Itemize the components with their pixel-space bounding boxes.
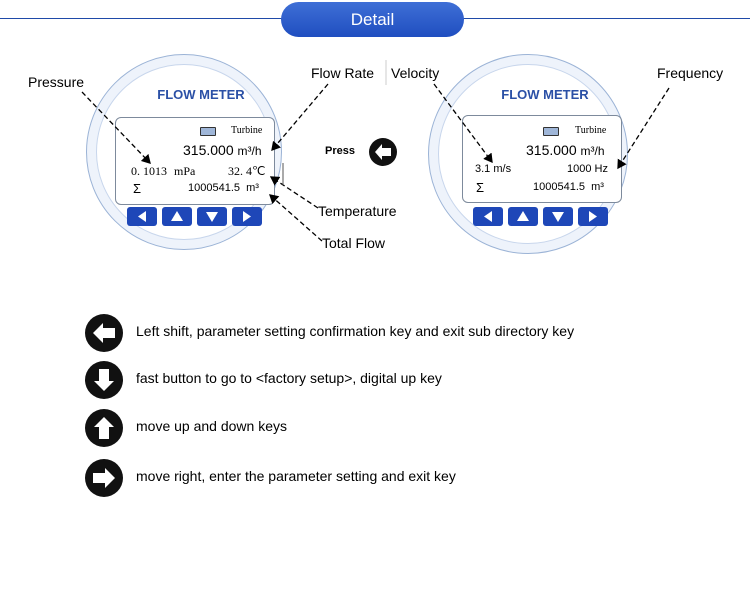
meter-left-total-value: 1000541.5 xyxy=(188,182,240,194)
meter-left-pressure-value: 0. 1013 xyxy=(131,164,167,178)
meter-right-velocity: 3.1 m/s xyxy=(475,163,512,175)
right-arrow-key-icon xyxy=(85,459,123,497)
meter-right-flow-rate: 315.000 m³/h xyxy=(526,142,605,158)
meter-left-flow-rate-unit: m³/h xyxy=(237,144,262,158)
legend-text-up: move up and down keys xyxy=(136,418,287,434)
callout-total-flow: Total Flow xyxy=(322,235,386,251)
leader-frequency xyxy=(617,87,670,170)
meter-left-title: FLOW METER xyxy=(157,87,245,102)
detail-title: Detail xyxy=(281,2,464,37)
battery-icon xyxy=(200,127,216,136)
meter-left-sigma: Σ xyxy=(133,181,142,196)
meter-left-right-button[interactable] xyxy=(232,207,262,226)
meter-left-flow-rate-value: 315.000 xyxy=(183,142,234,158)
header-rule-left xyxy=(0,18,290,19)
meter-left-flow-rate: 315.000 m³/h xyxy=(183,142,262,158)
down-triangle-icon xyxy=(552,212,564,222)
meter-right-total-value: 1000541.5 xyxy=(533,181,585,193)
callout-pressure: Pressure xyxy=(28,74,85,90)
leader-temperature xyxy=(269,176,319,209)
meter-right-title: FLOW METER xyxy=(501,87,589,102)
callout-frequency: Frequency xyxy=(657,65,724,81)
leader-pressure xyxy=(81,91,151,164)
callout-flow-rate: Flow Rate xyxy=(311,65,375,81)
left-arrow-key-icon xyxy=(85,314,123,352)
meter-right-right-button[interactable] xyxy=(578,207,608,226)
left-triangle-icon xyxy=(484,211,492,222)
legend-row-up: move up and down keys xyxy=(84,408,724,452)
meter-left-total-unit: m³ xyxy=(246,182,259,194)
up-triangle-icon xyxy=(171,211,183,221)
meter-right-total: 1000541.5 m³ xyxy=(533,181,604,193)
right-triangle-icon xyxy=(243,211,251,222)
meter-right-down-button[interactable] xyxy=(543,207,573,226)
up-arrow-key-icon xyxy=(85,409,123,447)
left-triangle-icon xyxy=(138,211,146,222)
callout-temperature: Temperature xyxy=(318,203,397,219)
battery-icon xyxy=(543,127,559,136)
meter-right-sigma: Σ xyxy=(476,180,485,195)
legend-text-left: Left shift, parameter setting confirmati… xyxy=(136,323,575,339)
legend-text-down: fast button to go to <factory setup>, di… xyxy=(136,370,442,386)
legend-row-down: fast button to go to <factory setup>, di… xyxy=(84,360,724,404)
leader-total-flow xyxy=(269,194,323,242)
meter-right-flow-rate-value: 315.000 xyxy=(526,142,577,158)
press-left-key-icon xyxy=(369,138,397,166)
callout-velocity: Velocity xyxy=(391,65,440,81)
down-triangle-icon xyxy=(206,212,218,222)
meter-left-down-button[interactable] xyxy=(197,207,227,226)
up-triangle-icon xyxy=(517,211,529,221)
meter-left-type: Turbine xyxy=(231,125,263,136)
meter-left-left-button[interactable] xyxy=(127,207,157,226)
meter-left-temperature: 32. 4℃ xyxy=(228,164,266,178)
meter-right-flow-rate-unit: m³/h xyxy=(580,144,605,158)
meter-left-pressure: 0. 1013 mPa xyxy=(131,164,195,179)
legend-row-left: Left shift, parameter setting confirmati… xyxy=(84,313,724,357)
leader-flow-rate xyxy=(271,83,329,151)
meter-right-total-unit: m³ xyxy=(591,181,604,193)
meter-right-left-button[interactable] xyxy=(473,207,503,226)
leader-velocity xyxy=(433,83,493,164)
press-label: Press xyxy=(325,145,355,157)
meter-left-total: 1000541.5 m³ xyxy=(188,182,259,194)
legend-text-right: move right, enter the parameter setting … xyxy=(136,468,456,484)
meter-right-type: Turbine xyxy=(575,125,607,136)
meter-right-frequency: 1000 Hz xyxy=(567,163,608,175)
meter-right-up-button[interactable] xyxy=(508,207,538,226)
meter-left-pressure-unit: mPa xyxy=(174,164,196,178)
right-triangle-icon xyxy=(589,211,597,222)
header-rule-right xyxy=(458,18,750,19)
down-arrow-key-icon xyxy=(85,361,123,399)
meter-left-up-button[interactable] xyxy=(162,207,192,226)
legend-row-right: move right, enter the parameter setting … xyxy=(84,458,724,502)
